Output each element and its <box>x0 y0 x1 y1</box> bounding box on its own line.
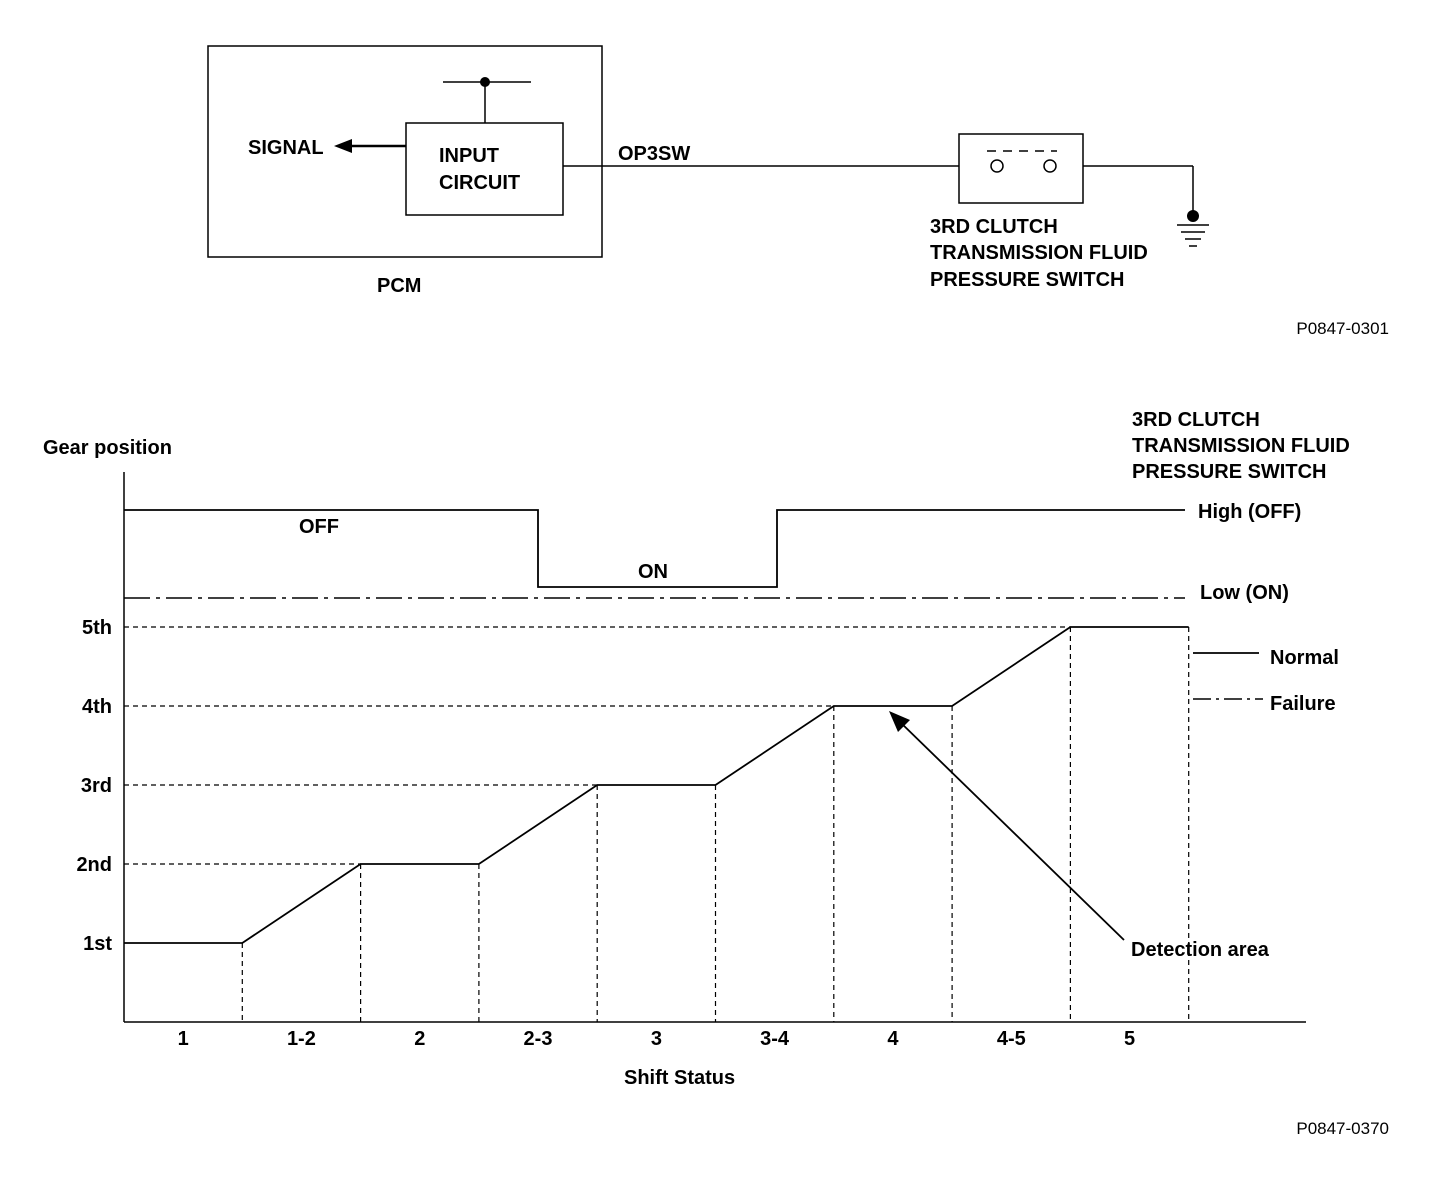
y-tick-labels: 1st 2nd 3rd 4th 5th <box>76 617 112 955</box>
switch-label-1: 3RD CLUTCH <box>930 216 1058 238</box>
gear-level-guides <box>124 626 1071 865</box>
x-tick-labels: 1 1-2 2 2-3 3 3-4 4 4-5 5 <box>178 1028 1135 1050</box>
input-circuit-label-2: CIRCUIT <box>439 172 520 194</box>
input-circuit-label-1: INPUT <box>439 145 499 167</box>
signal-label: SIGNAL <box>248 137 324 159</box>
x-tick-5: 5 <box>1124 1028 1135 1050</box>
detection-arrowhead <box>889 711 910 732</box>
low-on-label: Low (ON) <box>1200 582 1289 604</box>
x-tick-1-2: 1-2 <box>287 1028 316 1050</box>
normal-series-line <box>124 626 1189 944</box>
x-tick-3-4: 3-4 <box>760 1028 790 1050</box>
y-tick-4th: 4th <box>82 696 112 718</box>
on-label: ON <box>638 561 668 583</box>
switch-label-2: TRANSMISSION FLUID <box>930 242 1148 264</box>
switch-contact-right <box>1043 159 1057 173</box>
circuit-schematic: PCM INPUT CIRCUIT SIGNAL OP3SW 3RD CLUTC… <box>207 45 1389 338</box>
x-tick-1: 1 <box>178 1028 189 1050</box>
legend-normal-label: Normal <box>1270 647 1339 669</box>
pressure-switch-box <box>958 133 1084 204</box>
y-tick-1st: 1st <box>83 933 112 955</box>
y-tick-5th: 5th <box>82 617 112 639</box>
gear-chart: Gear position 3RD CLUTCH TRANSMISSION FL… <box>43 409 1389 1138</box>
x-tick-4: 4 <box>887 1028 899 1050</box>
x-tick-2-3: 2-3 <box>524 1028 553 1050</box>
figure-ref-top: P0847-0301 <box>1296 319 1389 338</box>
input-circuit-box <box>405 122 564 216</box>
detection-arrow-shaft <box>898 720 1125 941</box>
signal-arrowhead <box>334 139 352 153</box>
pcm-box <box>207 45 603 258</box>
y-axis-label: Gear position <box>43 437 172 459</box>
x-tick-2: 2 <box>414 1028 425 1050</box>
y-tick-2nd: 2nd <box>76 854 112 876</box>
ground-symbol <box>1177 210 1209 247</box>
figure-ref-bottom: P0847-0370 <box>1296 1119 1389 1138</box>
legend-failure-label: Failure <box>1270 693 1336 715</box>
x-tick-3: 3 <box>651 1028 662 1050</box>
off-label: OFF <box>299 516 339 538</box>
op3sw-label: OP3SW <box>618 143 690 165</box>
x-axis-label: Shift Status <box>624 1067 735 1089</box>
switch-label-3: PRESSURE SWITCH <box>930 269 1124 291</box>
y-tick-3rd: 3rd <box>81 775 112 797</box>
pcm-label: PCM <box>377 275 421 297</box>
category-guides <box>241 627 1190 1022</box>
detection-area-label: Detection area <box>1131 939 1270 961</box>
chart-switch-title-3: PRESSURE SWITCH <box>1132 461 1326 483</box>
chart-switch-title-1: 3RD CLUTCH <box>1132 409 1260 431</box>
x-tick-4-5: 4-5 <box>997 1028 1026 1050</box>
chart-switch-title-2: TRANSMISSION FLUID <box>1132 435 1350 457</box>
high-off-label: High (OFF) <box>1198 501 1301 523</box>
switch-contact-left <box>990 159 1004 173</box>
switch-signal-waveform <box>124 509 1185 588</box>
